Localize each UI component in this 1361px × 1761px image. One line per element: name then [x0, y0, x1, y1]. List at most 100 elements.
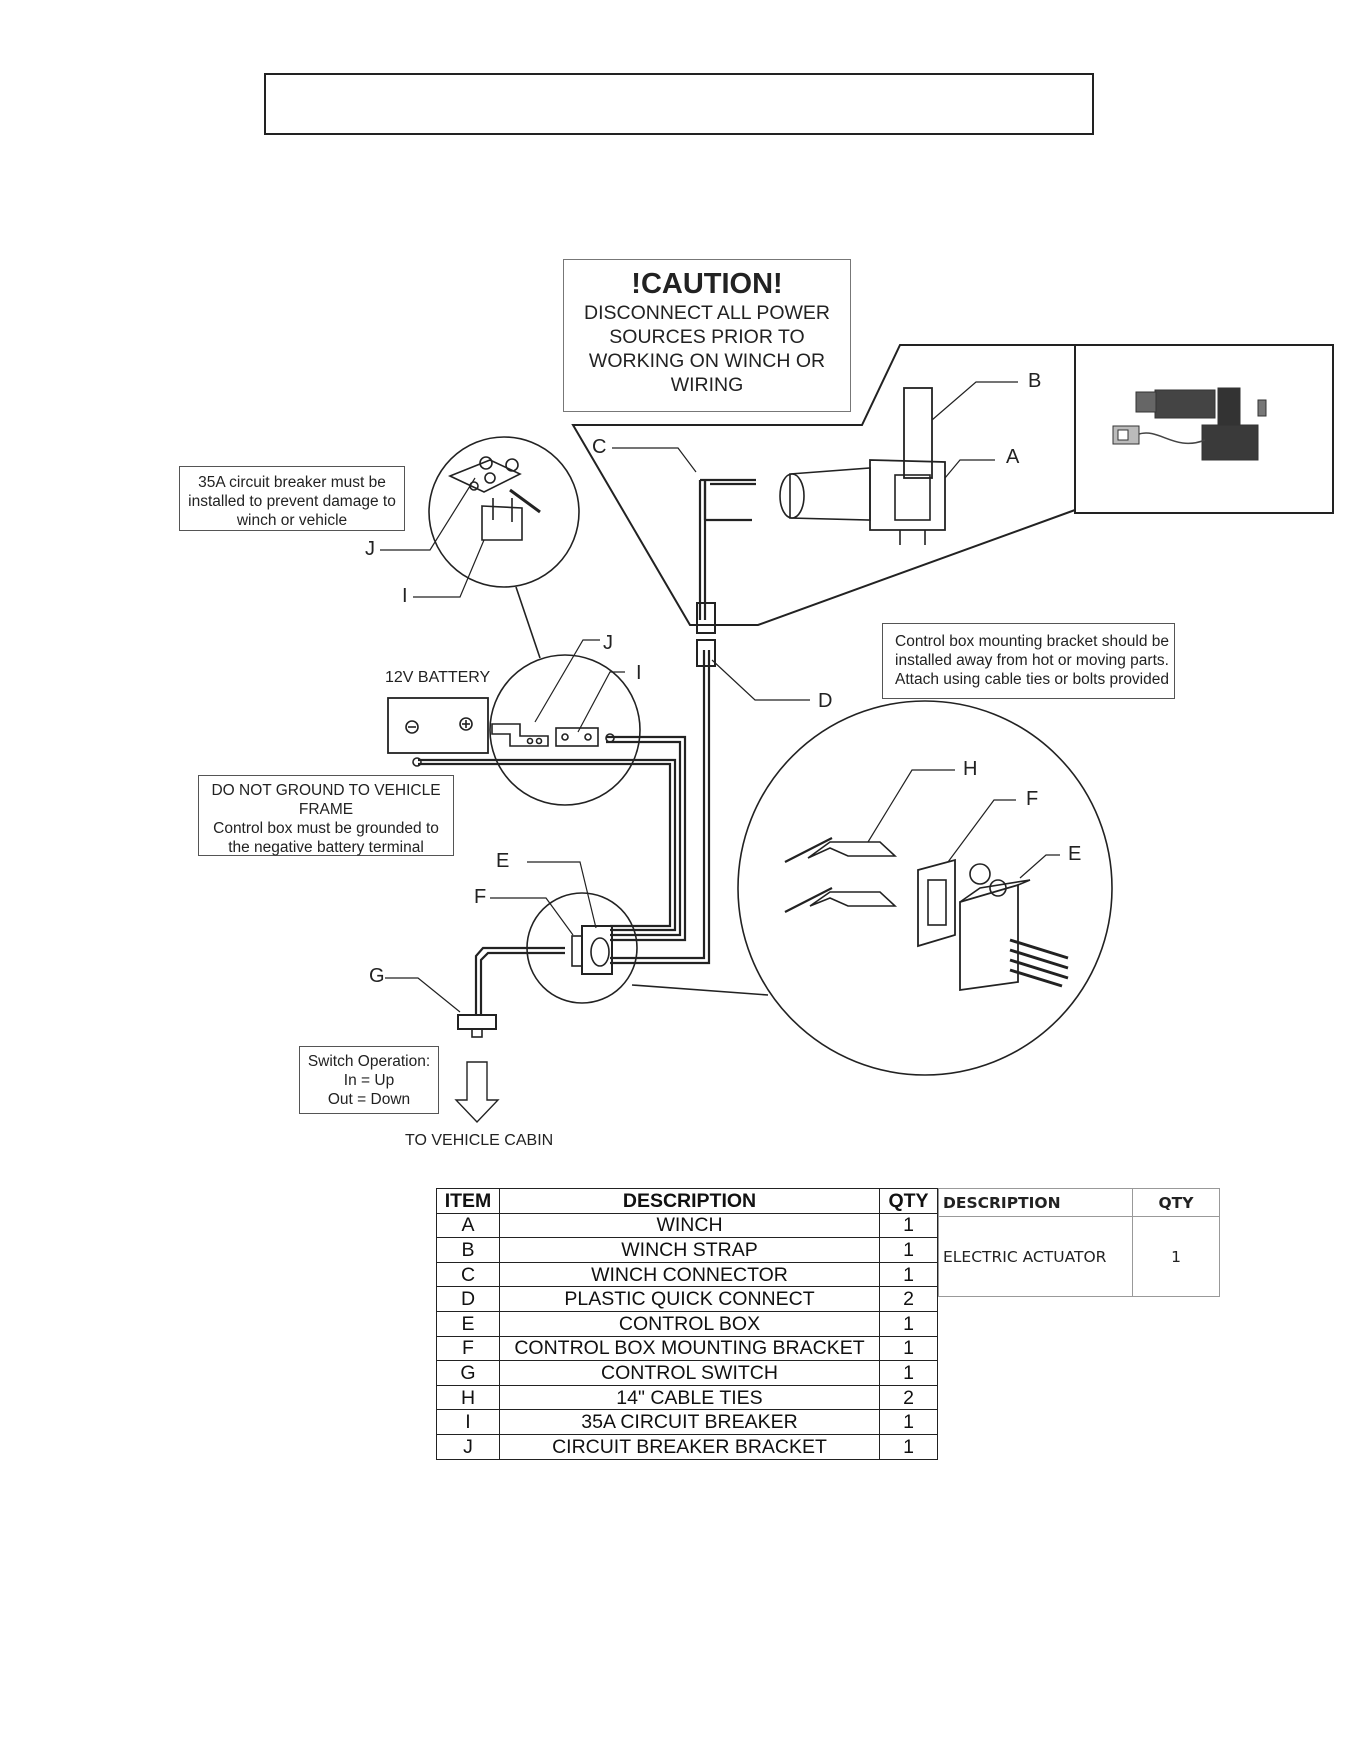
caution-line: WIRING [670, 374, 744, 396]
note-line: Out = Down [327, 1091, 411, 1108]
cell-item: D [436, 1286, 500, 1312]
battery-terminal-circle [489, 654, 641, 806]
label-d: D [818, 690, 833, 712]
note-line: the negative battery terminal [228, 839, 424, 856]
cell-item: J [436, 1433, 500, 1460]
label-j2: J [603, 632, 613, 654]
cell-description: CONTROL BOX [499, 1310, 880, 1337]
note-line: Control box must be grounded to [213, 820, 439, 837]
cell-description: WINCH STRAP [499, 1237, 880, 1263]
control-box-zoom-circle [737, 700, 1113, 1076]
note-line: DO NOT GROUND TO VEHICLE [211, 782, 441, 799]
note-line: installed to prevent damage to [188, 493, 396, 510]
header-box [264, 73, 1094, 135]
cell-description: CONTROL SWITCH [499, 1360, 880, 1386]
battery-label: 12V BATTERY [385, 669, 491, 686]
note-line: Attach using cable ties or bolts provide… [895, 671, 1169, 688]
cell-item: B [436, 1237, 500, 1263]
cell-qty: 1 [879, 1335, 938, 1362]
label-i1: I [402, 585, 408, 607]
cell-qty: 2 [879, 1384, 938, 1411]
battery [387, 697, 489, 754]
cell-description: PLASTIC QUICK CONNECT [499, 1286, 880, 1312]
cell-qty: 1 [879, 1409, 938, 1435]
cell-description: CONTROL BOX MOUNTING BRACKET [499, 1335, 880, 1362]
header-qty: QTY [879, 1188, 938, 1214]
cell-description: CIRCUIT BREAKER BRACKET [499, 1433, 880, 1460]
mounting-bracket [917, 858, 956, 948]
cell-item: C [436, 1261, 500, 1288]
note-line: In = Up [343, 1072, 395, 1089]
control-box-large [959, 883, 1019, 992]
cell-item: I [436, 1409, 500, 1435]
cabin-label: TO VEHICLE CABIN [405, 1132, 554, 1149]
control-switch [457, 1014, 497, 1030]
note-line: 35A circuit breaker must be [198, 474, 386, 491]
label-g: G [369, 965, 385, 987]
caution-line: WORKING ON WINCH OR [588, 350, 826, 372]
caution-title: !CAUTION! [631, 268, 783, 300]
cell-qty: 1 [879, 1237, 938, 1263]
label-h: H [963, 758, 978, 780]
cell-item: F [436, 1335, 500, 1362]
cell-item: A [436, 1212, 500, 1239]
label-i2: I [636, 662, 642, 684]
table-header-row: ITEM DESCRIPTION QTY [436, 1188, 938, 1214]
breaker-note: 35A circuit breaker must be installed to… [179, 466, 405, 531]
cell-qty: 1 [1132, 1216, 1220, 1297]
label-e2: E [1068, 843, 1082, 865]
note-line: Control box mounting bracket should be [895, 633, 1169, 650]
caution-line: SOURCES PRIOR TO [609, 326, 805, 348]
quick-connect-lower [696, 639, 716, 667]
cell-qty: 1 [879, 1261, 938, 1288]
note-line: Switch Operation: [307, 1053, 431, 1070]
electric-actuator-photo [1112, 387, 1267, 461]
cell-description: 35A CIRCUIT BREAKER [499, 1409, 880, 1435]
cell-description: WINCH [499, 1212, 880, 1239]
table-row: ELECTRIC ACTUATOR 1 [938, 1216, 1220, 1297]
caution-box: !CAUTION! DISCONNECT ALL POWER SOURCES P… [563, 259, 851, 412]
ground-note: DO NOT GROUND TO VEHICLE FRAME Control b… [198, 775, 454, 856]
header-item: ITEM [436, 1188, 500, 1214]
control-box [581, 925, 613, 975]
header-description: DESCRIPTION [499, 1188, 880, 1214]
cell-qty: 1 [879, 1433, 938, 1460]
cell-qty: 2 [879, 1286, 938, 1312]
label-b: B [1028, 370, 1042, 392]
label-e1: E [496, 850, 510, 872]
cell-item: E [436, 1310, 500, 1337]
cell-qty: 1 [879, 1360, 938, 1386]
header-qty: QTY [1132, 1188, 1220, 1217]
switch-operation-note: Switch Operation: In = Up Out = Down [299, 1046, 439, 1114]
note-line: installed away from hot or moving parts. [895, 652, 1169, 669]
actuator-photo-panel [1074, 344, 1334, 514]
header-description: DESCRIPTION [938, 1188, 1133, 1217]
winch-body [869, 459, 946, 531]
cell-qty: 1 [879, 1310, 938, 1337]
cell-description: 14" CABLE TIES [499, 1384, 880, 1411]
label-a: A [1006, 446, 1020, 468]
cell-item: H [436, 1384, 500, 1411]
cell-description: WINCH CONNECTOR [499, 1261, 880, 1288]
table-header-row: DESCRIPTION QTY [938, 1188, 1220, 1217]
cell-item: G [436, 1360, 500, 1386]
note-line: winch or vehicle [236, 512, 348, 529]
cabin-arrow [454, 1061, 500, 1124]
label-f1: F [474, 886, 487, 908]
cell-qty: 1 [879, 1212, 938, 1239]
breaker-zoom-circle [428, 436, 580, 588]
label-c: C [592, 436, 607, 458]
winch-strap [903, 387, 933, 479]
label-j1: J [365, 538, 375, 560]
